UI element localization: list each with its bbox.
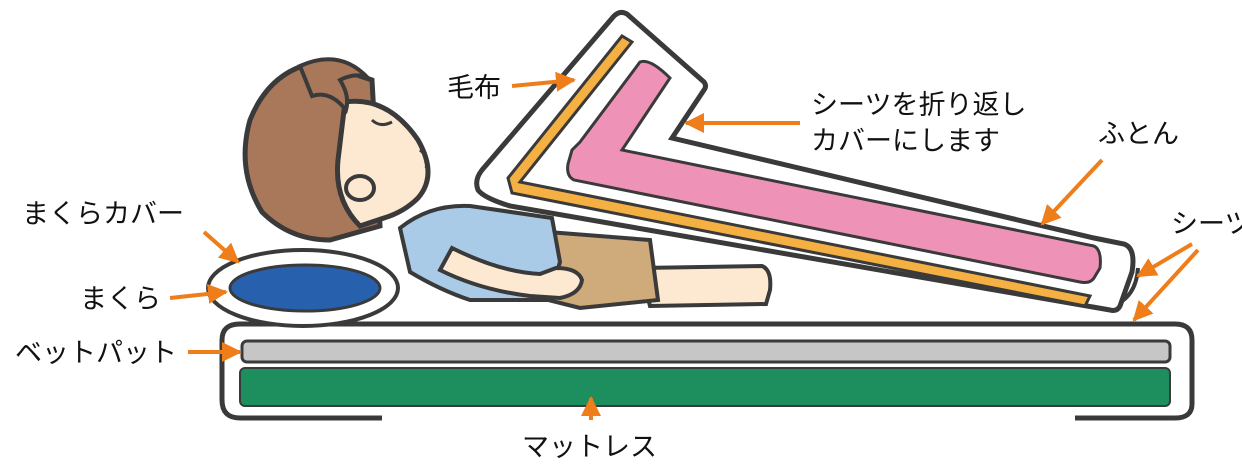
label-sheet-fold-1: シーツを折り返し <box>811 90 1026 121</box>
label-blanket: 毛布 <box>447 73 501 104</box>
futon-shape <box>566 59 1102 284</box>
child-figure <box>242 57 773 311</box>
arrow-pillow <box>169 283 228 304</box>
blanket-shape <box>506 34 1093 308</box>
bed-pad-shape <box>240 339 1172 364</box>
arrow-pillow-cover <box>202 230 240 264</box>
arrow-sheet-2 <box>1132 248 1200 322</box>
label-pillow-cover: まくらカバー <box>22 199 184 230</box>
pillow-shape <box>228 263 382 313</box>
label-bed-pad: ベットパット <box>15 338 177 369</box>
label-mattress: マットレス <box>522 432 657 463</box>
arrow-blanket <box>511 71 576 92</box>
label-sheet: シーツ <box>1171 209 1242 240</box>
arrow-sheet-1 <box>1136 242 1194 278</box>
folded-bedding <box>474 9 1136 313</box>
arrow-futon <box>1040 158 1104 226</box>
mattress-shape <box>239 367 1171 407</box>
label-futon: ふとん <box>1098 119 1179 150</box>
label-sheet-fold-2: カバーにします <box>811 126 1000 157</box>
label-pillow: まくら <box>80 284 161 315</box>
callout-arrows <box>169 71 1200 420</box>
